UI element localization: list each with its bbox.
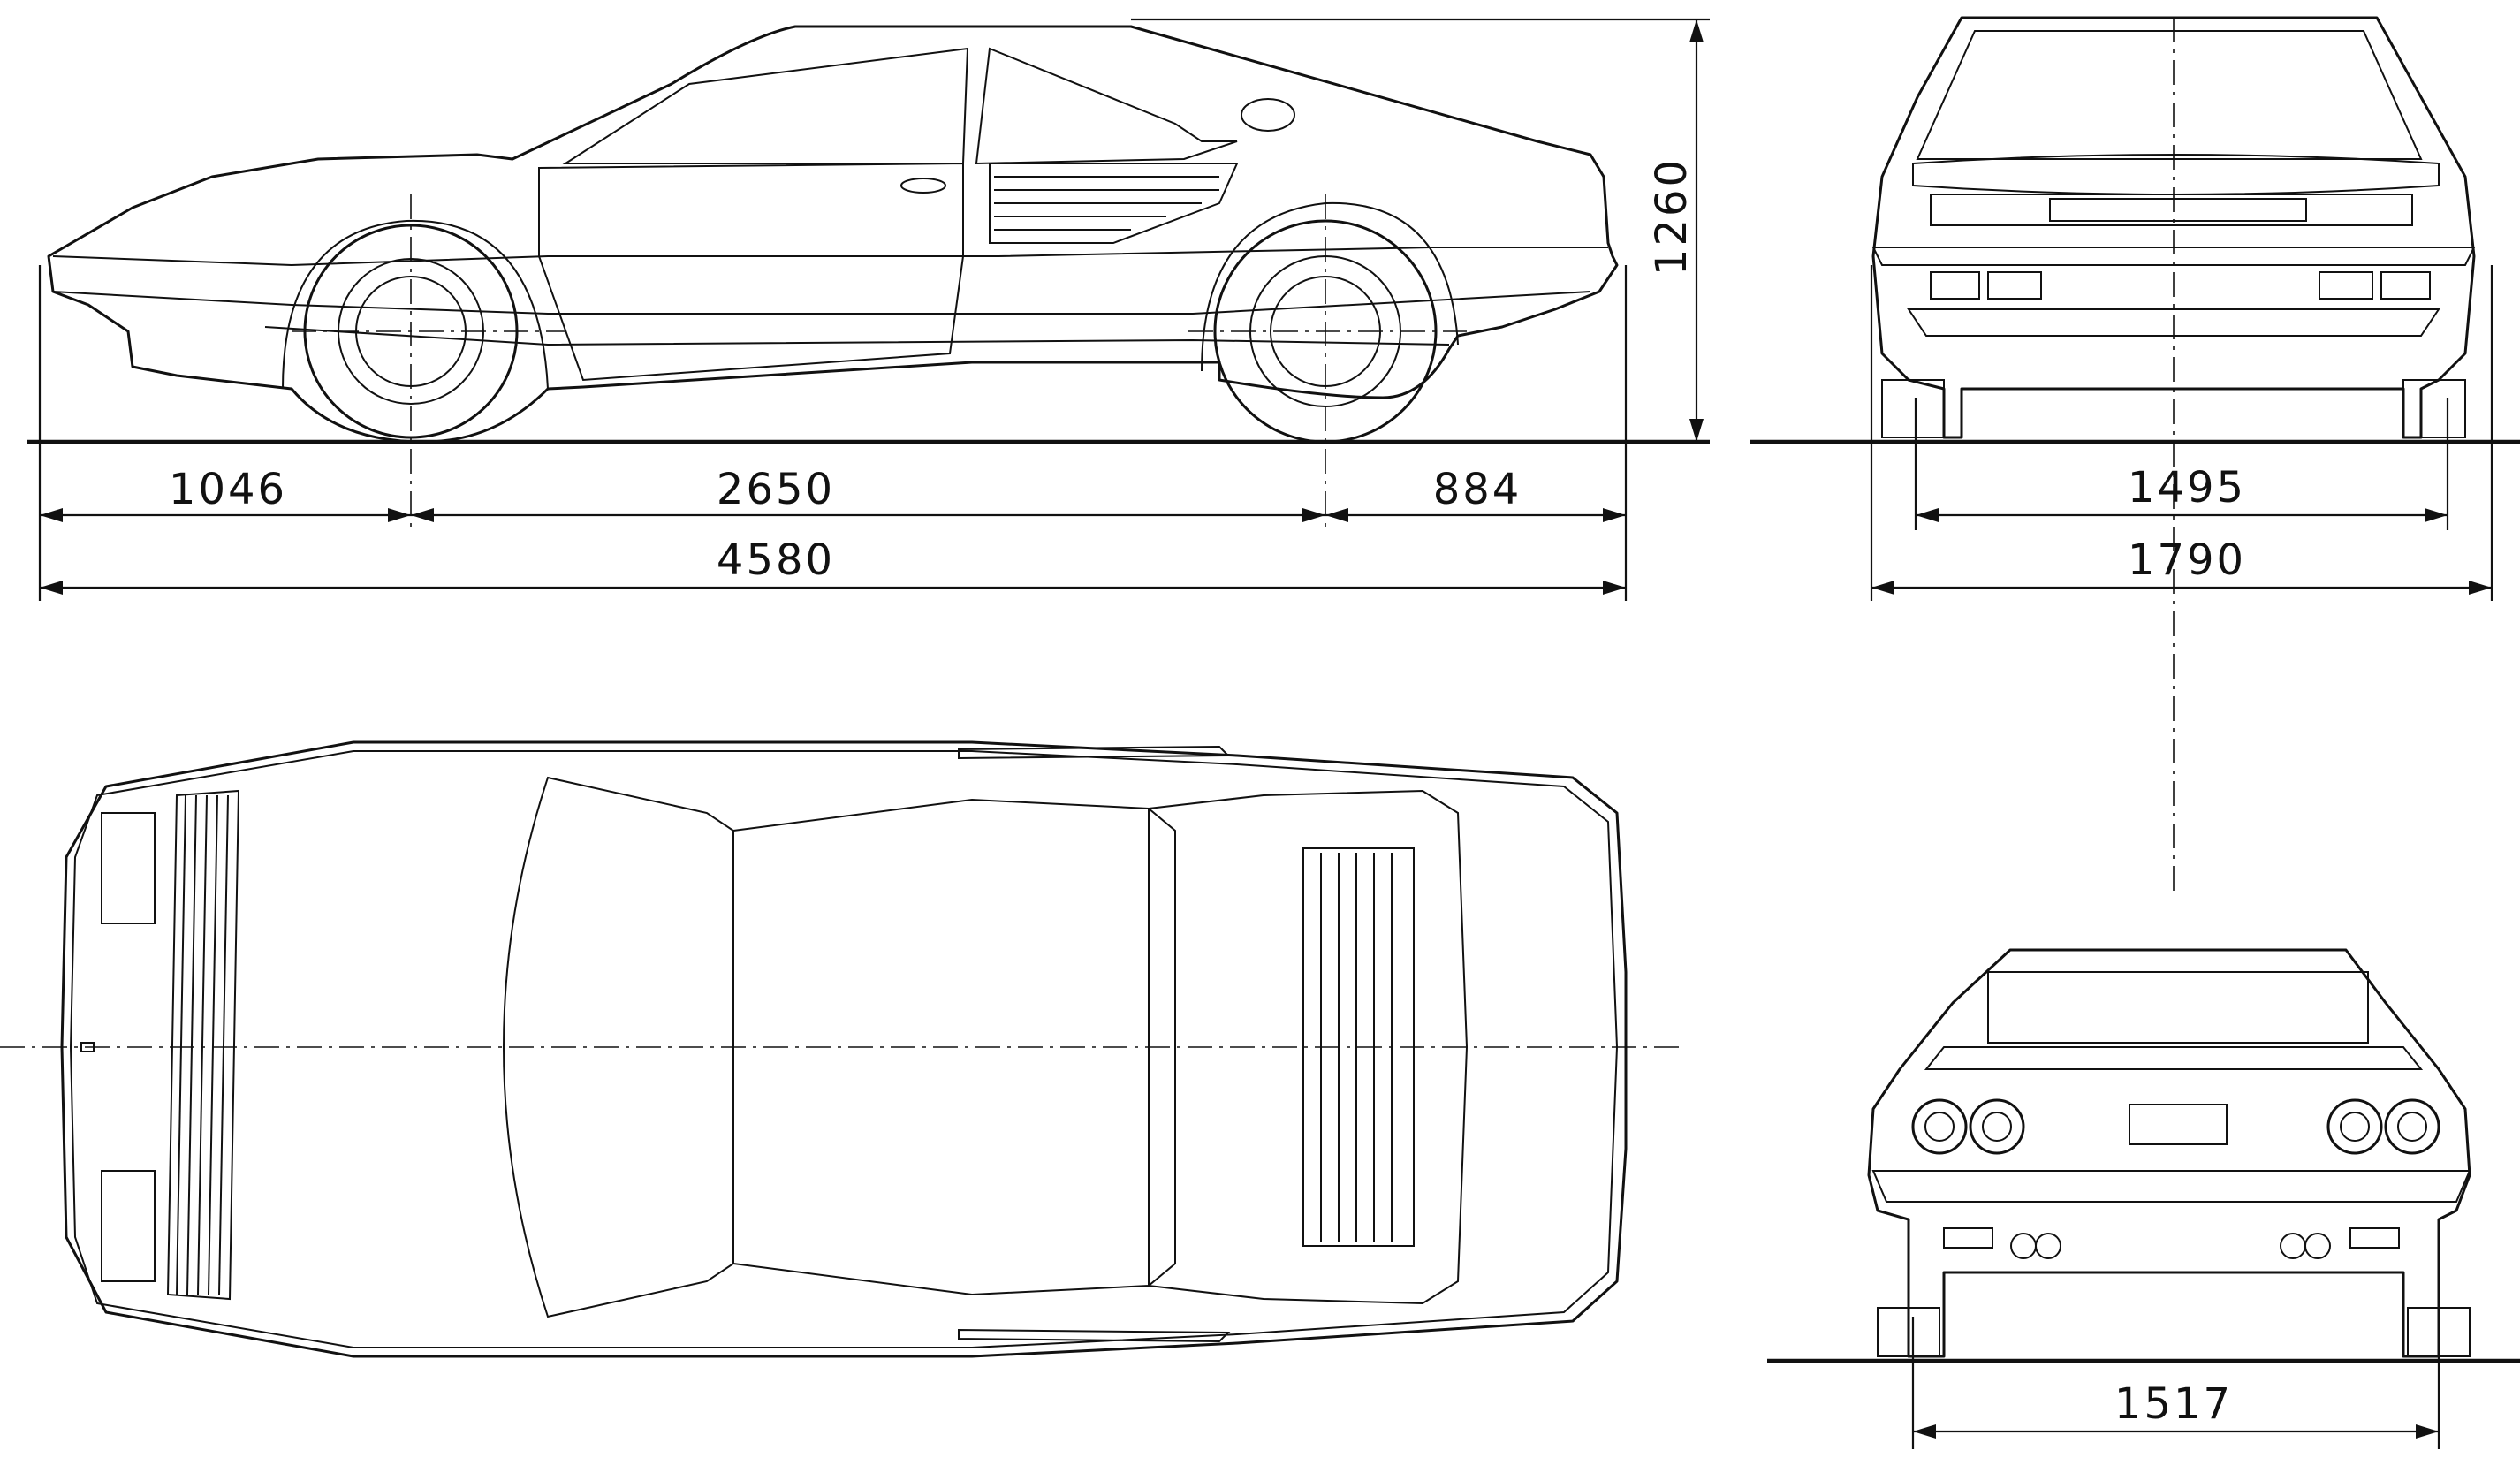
front-lamp-right-1	[2319, 271, 2373, 300]
dim-rear-overhang: 884	[1433, 465, 1522, 514]
top-body-outline	[60, 740, 1628, 1358]
side-door-outline	[538, 162, 964, 382]
top-hood-louvers	[166, 789, 240, 1301]
side-dimensions: 1046 2650 884 4580 1260	[40, 19, 1704, 595]
rear-lamps-left	[1911, 1098, 2025, 1155]
top-engine-cover	[1148, 789, 1469, 1305]
rear-view	[1767, 948, 2520, 1449]
front-lamp-left-1	[1930, 271, 1980, 300]
front-lamp-right-2	[2380, 271, 2431, 300]
dim-overall-length: 4580	[717, 535, 835, 585]
rear-exhaust-left	[2010, 1233, 2061, 1259]
dim-overall-width: 1790	[2128, 535, 2246, 585]
top-mirror-right	[958, 1328, 1231, 1343]
side-window-front	[562, 47, 969, 164]
top-roof	[732, 798, 1176, 1296]
top-view	[0, 740, 1679, 1358]
side-view	[27, 18, 1710, 601]
top-mirror-left	[958, 745, 1231, 760]
dim-front-track: 1495	[2128, 463, 2246, 513]
front-windshield	[1916, 30, 2423, 160]
rear-body-outline	[1867, 948, 2471, 1358]
side-intake-louvers	[989, 163, 1239, 244]
rear-window	[1987, 971, 2369, 1044]
rear-exhaust-right	[2280, 1233, 2331, 1259]
side-body-outline	[47, 25, 1619, 444]
side-window-rear	[975, 47, 1238, 165]
front-view	[1750, 16, 2520, 892]
dim-front-overhang: 1046	[169, 465, 287, 514]
side-rear-wheel	[1201, 201, 1459, 444]
side-front-wheel	[282, 219, 549, 439]
dim-overall-height: 1260	[1647, 157, 1696, 276]
rear-lamps-right	[2326, 1098, 2440, 1155]
rear-dimensions: 1517	[1913, 1379, 2439, 1439]
dim-wheelbase: 2650	[717, 465, 835, 514]
rear-license-plate	[2129, 1104, 2228, 1145]
dim-rear-track: 1517	[2114, 1379, 2233, 1429]
front-lamp-left-2	[1987, 271, 2042, 300]
top-windshield	[503, 776, 734, 1318]
front-dimensions: 1495 1790	[1871, 463, 2492, 595]
